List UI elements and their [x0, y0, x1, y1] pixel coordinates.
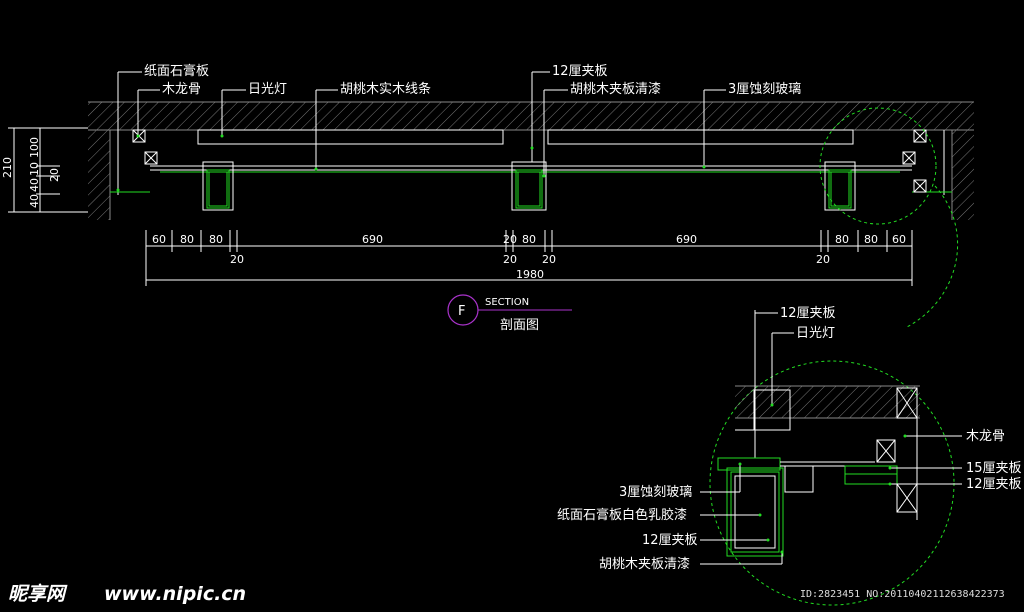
dim-20-a: 20 — [230, 253, 244, 266]
watermark-image-id: ID:2823451 NO:20110402112638422373 — [800, 589, 1005, 600]
detail-circle — [709, 360, 955, 606]
dim-60-right: 60 — [892, 233, 906, 246]
label-etched-glass: 3厘蚀刻玻璃 — [728, 82, 801, 97]
leader-lines — [117, 71, 726, 190]
detail-label-plywood-15: 15厘夹板 — [966, 461, 1022, 476]
main-section: 纸面石膏板 木龙骨 日光灯 胡桃木实木线条 12厘夹板 胡桃木夹板清漆 3厘蚀刻… — [88, 63, 974, 220]
dim-20-c: 20 — [542, 253, 556, 266]
dim-40a: 40 — [28, 178, 41, 192]
dim-60-left: 60 — [152, 233, 166, 246]
watermark-brand: 昵享网 — [8, 583, 68, 605]
left-dimensions: 210 100 10 40 40 20 — [1, 127, 88, 213]
label-gypsum-board: 纸面石膏板 — [144, 63, 209, 79]
detail-label-gypsum-latex: 纸面石膏板白色乳胶漆 — [557, 507, 687, 523]
fluorescent-lamp-left — [197, 129, 504, 145]
section-letter: F — [458, 304, 465, 319]
dim-20-b: 20 — [503, 253, 517, 266]
fluorescent-lamp-right — [547, 129, 854, 145]
label-plywood-12: 12厘夹板 — [552, 64, 608, 79]
dim-80-right-b: 80 — [864, 233, 878, 246]
dim-690-right: 690 — [676, 233, 697, 246]
walnut-post-left — [202, 161, 234, 211]
section-title: SECTION — [485, 297, 529, 308]
detail-label-plywood-12-right: 12厘夹板 — [966, 477, 1022, 492]
bottom-dimensions: 60 80 80 690 20 80 690 80 80 60 20 20 20… — [145, 230, 913, 286]
ceiling-slab — [88, 102, 974, 130]
right-wall — [952, 130, 974, 220]
dim-total-210: 210 — [1, 157, 14, 178]
detail-label-plywood-12-top: 12厘夹板 — [780, 306, 836, 321]
section-subtitle: 剖面图 — [500, 318, 539, 333]
dim-20-mid: 20 — [503, 233, 517, 246]
dim-690-left: 690 — [362, 233, 383, 246]
walnut-post-center — [511, 161, 547, 211]
watermark: 昵享网 www.nipic.cn ID:2823451 NO:201104021… — [8, 583, 1005, 605]
detail-label-etched-glass: 3厘蚀刻玻璃 — [619, 485, 692, 500]
label-wood-keel: 木龙骨 — [162, 82, 201, 97]
detail-label-fluorescent: 日光灯 — [796, 326, 835, 341]
walnut-post-right — [824, 161, 856, 211]
label-walnut-strip: 胡桃木实木线条 — [340, 81, 431, 97]
detail-callout: 12厘夹板 日光灯 木龙骨 15厘夹板 12厘夹板 3厘蚀刻玻璃 纸面石膏板白色… — [557, 107, 1022, 606]
detail-label-plywood-12-left: 12厘夹板 — [642, 533, 698, 548]
dim-20: 20 — [48, 168, 61, 182]
section-marker: F SECTION 剖面图 — [447, 294, 572, 333]
dim-80-left-a: 80 — [180, 233, 194, 246]
label-fluorescent: 日光灯 — [248, 82, 287, 97]
label-walnut-veneer: 胡桃木夹板清漆 — [570, 81, 661, 97]
dim-80-right-a: 80 — [835, 233, 849, 246]
detail-label-walnut-veneer: 胡桃木夹板清漆 — [599, 556, 690, 572]
left-wall — [88, 130, 110, 220]
dim-10: 10 — [28, 162, 41, 176]
dim-80-left-b: 80 — [209, 233, 223, 246]
dim-40b: 40 — [28, 194, 41, 208]
dim-20-d: 20 — [816, 253, 830, 266]
watermark-url: www.nipic.cn — [104, 583, 246, 605]
dim-80-center: 80 — [522, 233, 536, 246]
dim-total-1980: 1980 — [516, 268, 544, 281]
dim-100: 100 — [28, 137, 41, 158]
detail-label-wood-keel: 木龙骨 — [966, 429, 1005, 444]
